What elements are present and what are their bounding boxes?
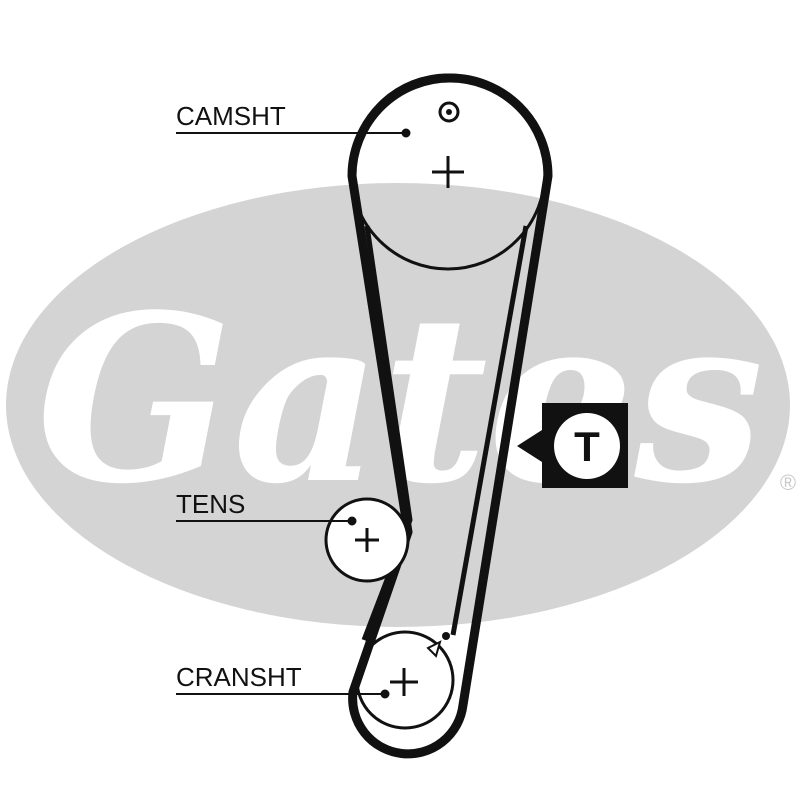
camshaft-label: CAMSHT — [176, 101, 286, 131]
tension-marker-letter: T — [574, 423, 600, 470]
tension-marker-circle — [554, 413, 620, 479]
crankshaft-center-cross-icon — [390, 668, 418, 696]
tensioner-pulley — [324, 497, 410, 583]
camshaft-leader-dot — [401, 128, 411, 138]
camshaft-center-cross-icon — [432, 156, 464, 188]
camshaft-sprocket — [349, 73, 547, 271]
crankshaft-timing-mark-icon — [426, 632, 450, 658]
belt-inner-path-right — [450, 225, 529, 636]
belt-inner-path — [361, 225, 413, 641]
crankshaft-leader-dot — [380, 689, 390, 699]
crankshaft-label: CRANSHT — [176, 662, 302, 692]
timing-belt — [347, 73, 553, 759]
crankshaft-sprocket — [355, 630, 455, 730]
watermark: Gates ® — [6, 183, 796, 627]
leader-lines — [176, 128, 411, 699]
camshaft-sprocket-circle — [349, 73, 547, 271]
camshaft-timing-mark-icon — [438, 101, 460, 123]
crankshaft-sprocket-circle — [355, 630, 455, 730]
registered-mark: ® — [780, 470, 796, 495]
tension-check-marker: T — [517, 403, 628, 488]
tensioner-center-cross-icon — [355, 528, 379, 552]
tensioner-label: TENS — [176, 489, 245, 519]
tensioner-leader-dot — [347, 516, 357, 526]
belt-outer-path — [347, 73, 553, 759]
watermark-ellipse — [6, 183, 790, 627]
